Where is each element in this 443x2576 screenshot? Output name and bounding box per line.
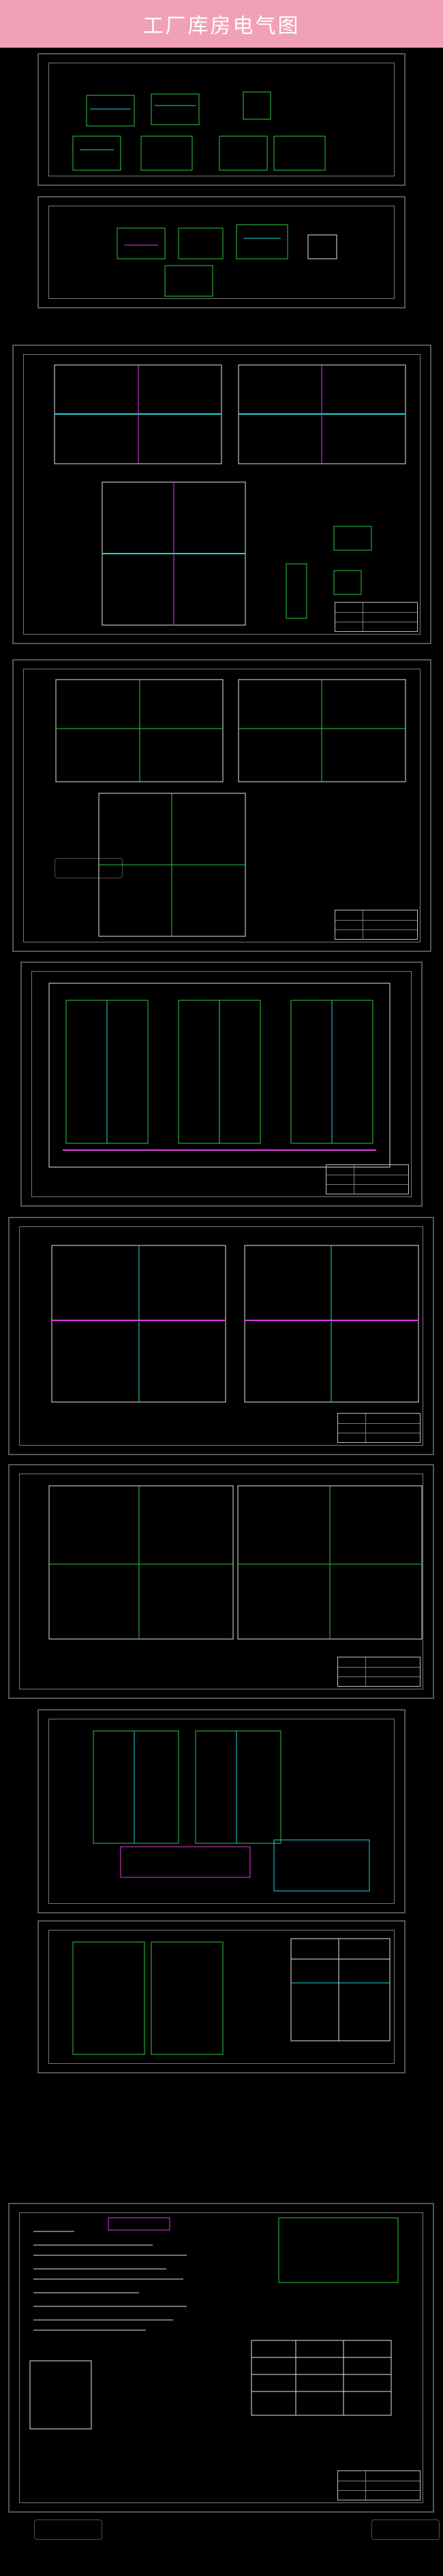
drawing-sheet-7 [8, 1464, 434, 1699]
drawing-sheet-8 [37, 1709, 406, 1913]
drawing-sheet-1 [37, 53, 406, 186]
sheet-frame [19, 1474, 423, 1689]
sheet-frame [31, 971, 412, 1197]
drawing-sheet-9 [37, 1920, 406, 2073]
panel-schedule [72, 1938, 391, 2055]
title-block [335, 602, 418, 632]
sheet-frame [19, 2212, 423, 2503]
title-block [337, 1657, 421, 1687]
sheet-frame [19, 1226, 423, 1446]
drawing-sheet-10 [8, 2203, 434, 2513]
title-banner: 工厂库房电气图 [0, 0, 443, 48]
sheet-frame [23, 669, 421, 942]
distribution-diagram [48, 983, 391, 1168]
title-block [335, 910, 418, 940]
sheet-frame [48, 1719, 395, 1904]
sheet-frame [48, 63, 395, 176]
socket-plan [48, 1485, 423, 1640]
drawing-sheet-2 [37, 196, 406, 308]
thumbnail-drawings [72, 91, 326, 171]
title-block [337, 2470, 421, 2500]
floor-plan-lighting [54, 364, 406, 626]
watermark-logo [371, 2519, 440, 2540]
sheet-frame [48, 206, 395, 299]
drawing-sheet-6 [8, 1217, 434, 1455]
system-diagram [93, 1730, 370, 1892]
page-title: 工厂库房电气图 [142, 14, 301, 38]
lighting-plan [51, 1245, 419, 1403]
thumbnail-drawings [117, 224, 337, 297]
power-plan [55, 679, 406, 937]
design-notes-and-legend [29, 2217, 399, 2430]
title-block [326, 1164, 409, 1194]
drawing-sheet-4 [12, 659, 431, 952]
title-block [337, 1413, 421, 1443]
drawing-sheet-5 [20, 961, 423, 1207]
sheet-frame [23, 354, 421, 635]
sheet-frame [48, 1930, 395, 2064]
watermark-logo [34, 2519, 102, 2540]
drawing-sheet-3 [12, 345, 431, 644]
watermark-logo [55, 858, 123, 878]
